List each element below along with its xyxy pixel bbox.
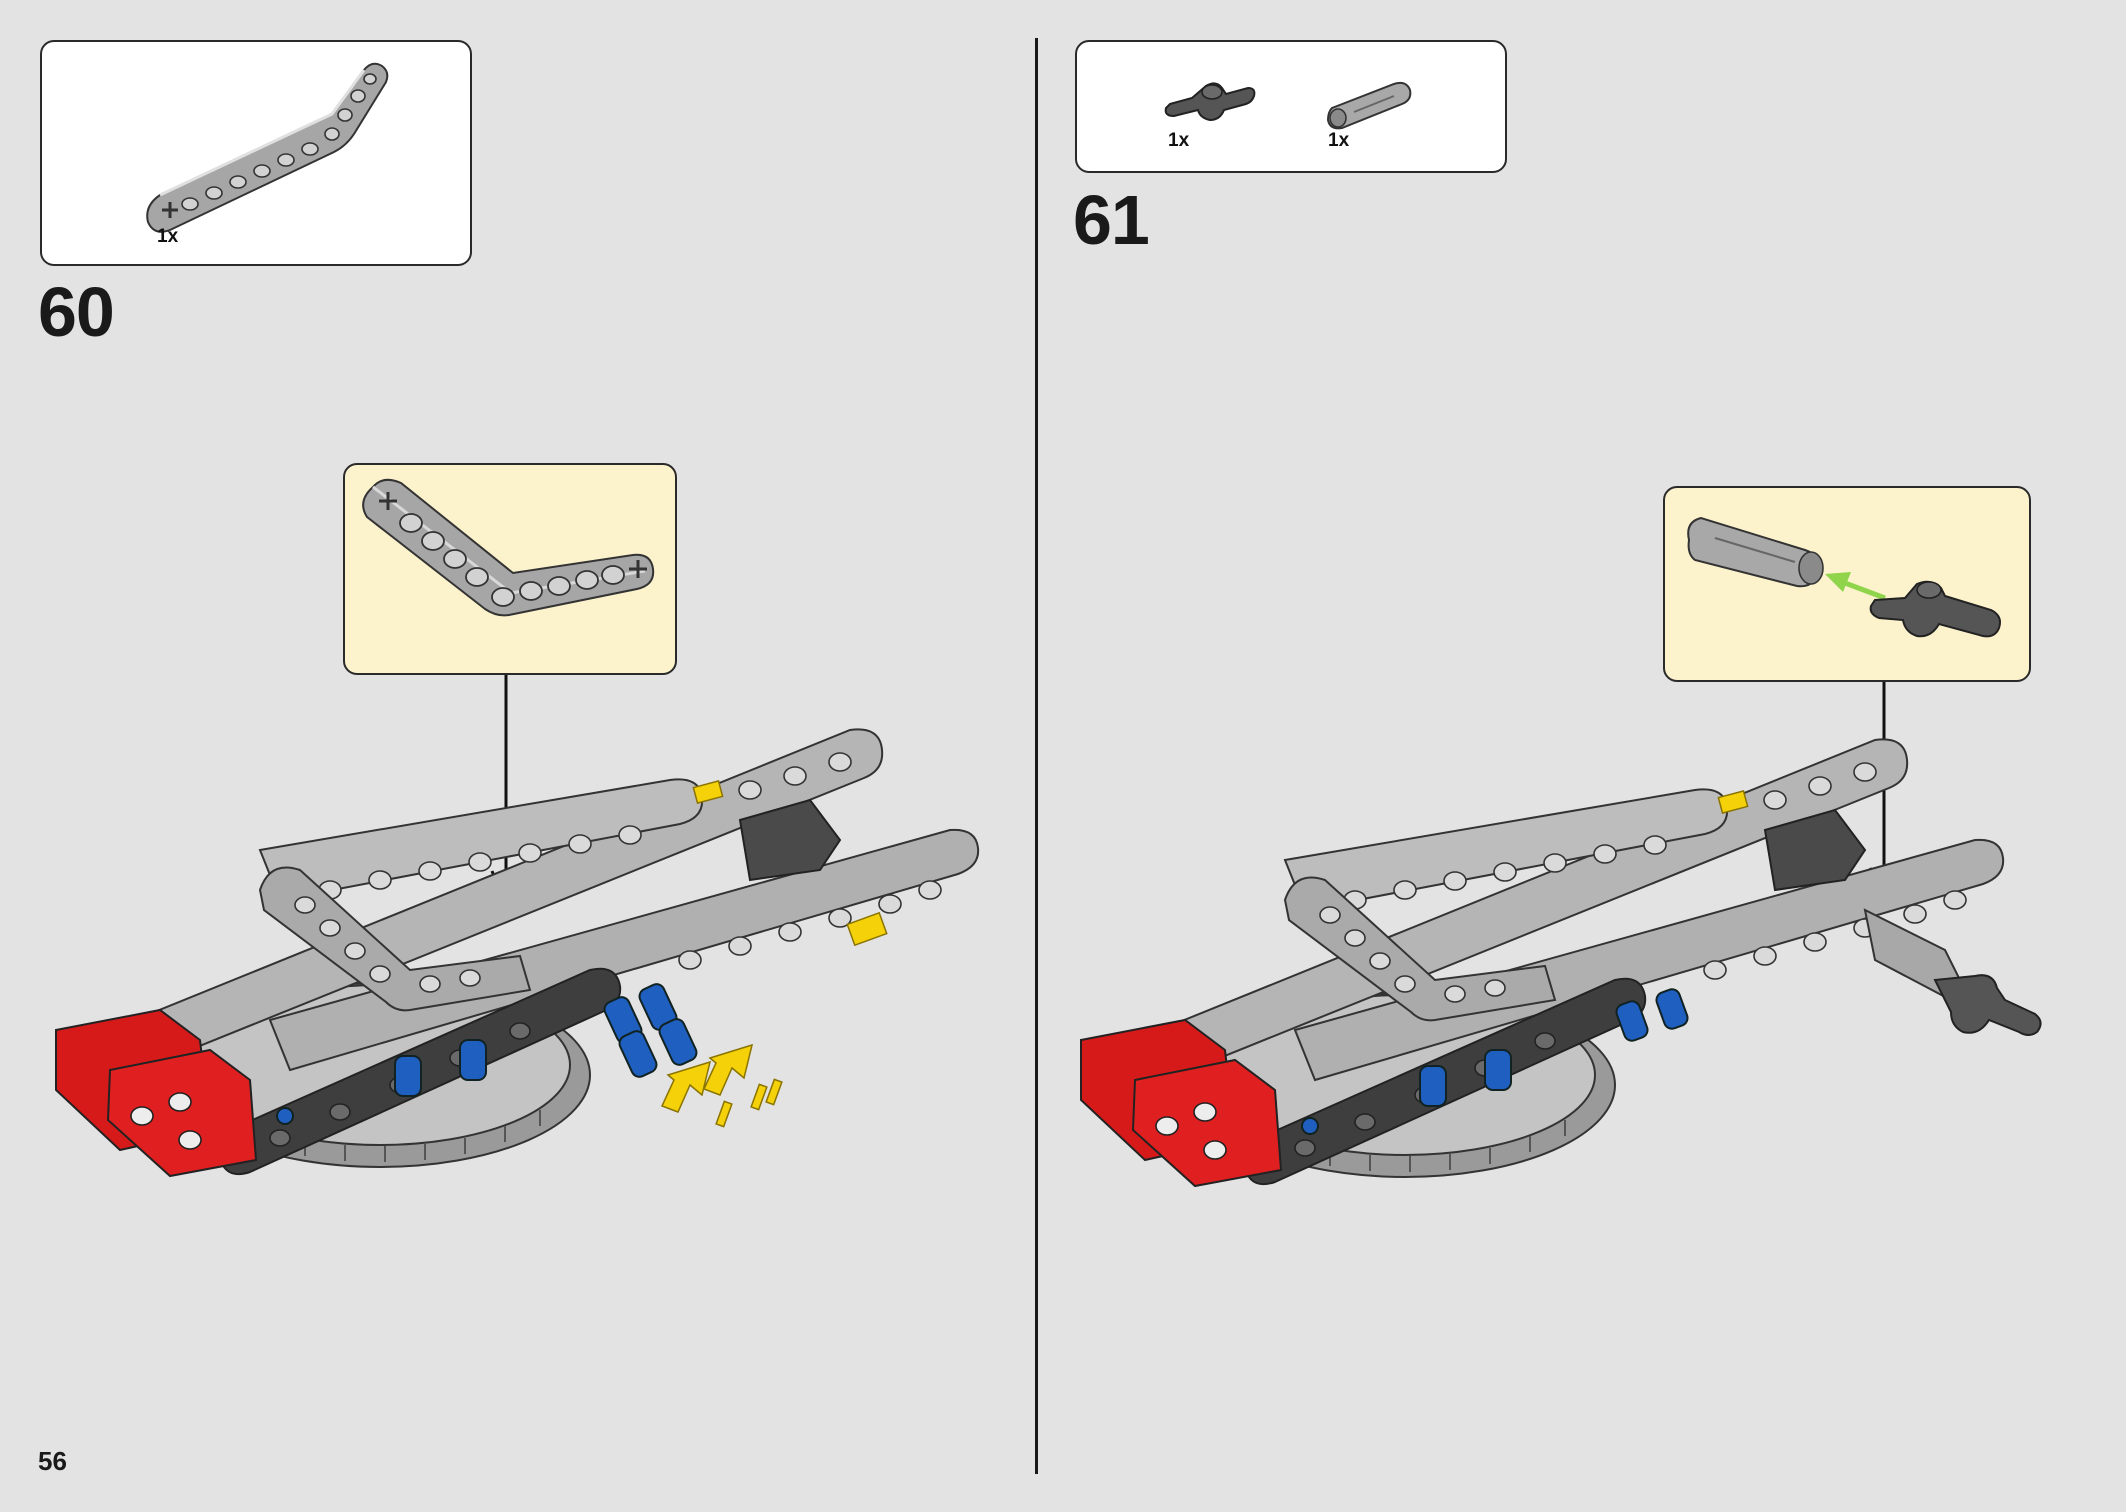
step-61-callout: [1663, 486, 2031, 682]
page-number: 56: [38, 1446, 67, 1476]
page-divider: [1035, 38, 1038, 1474]
step-60-number: 60: [38, 273, 115, 351]
bent-liftarm-icon: [362, 478, 655, 617]
bent-liftarm-icon: [146, 62, 389, 233]
step-61-part-1-qty: 1x: [1168, 130, 1190, 151]
step-61-part-2-qty: 1x: [1328, 130, 1350, 151]
step-60-parts-box: 1x: [40, 40, 472, 266]
step-60-part-qty: 1x: [157, 226, 179, 247]
step-61-model: [1080, 738, 2042, 1188]
step-60-model: [55, 728, 980, 1178]
blue-pins-insert: [603, 983, 698, 1078]
yellow-insert-arrows: [660, 1043, 783, 1128]
step-61-number: 61: [1073, 181, 1150, 259]
axle-joiner-assembly-icon: [1687, 516, 2001, 638]
placed-axle-assembly: [1863, 908, 2042, 1036]
axle-joiner-icon: [1326, 81, 1412, 130]
step-60-callout: [343, 463, 677, 675]
step-61-parts-box: 1x 1x: [1075, 40, 1507, 173]
axle-connector-hub-icon: [1164, 82, 1256, 122]
